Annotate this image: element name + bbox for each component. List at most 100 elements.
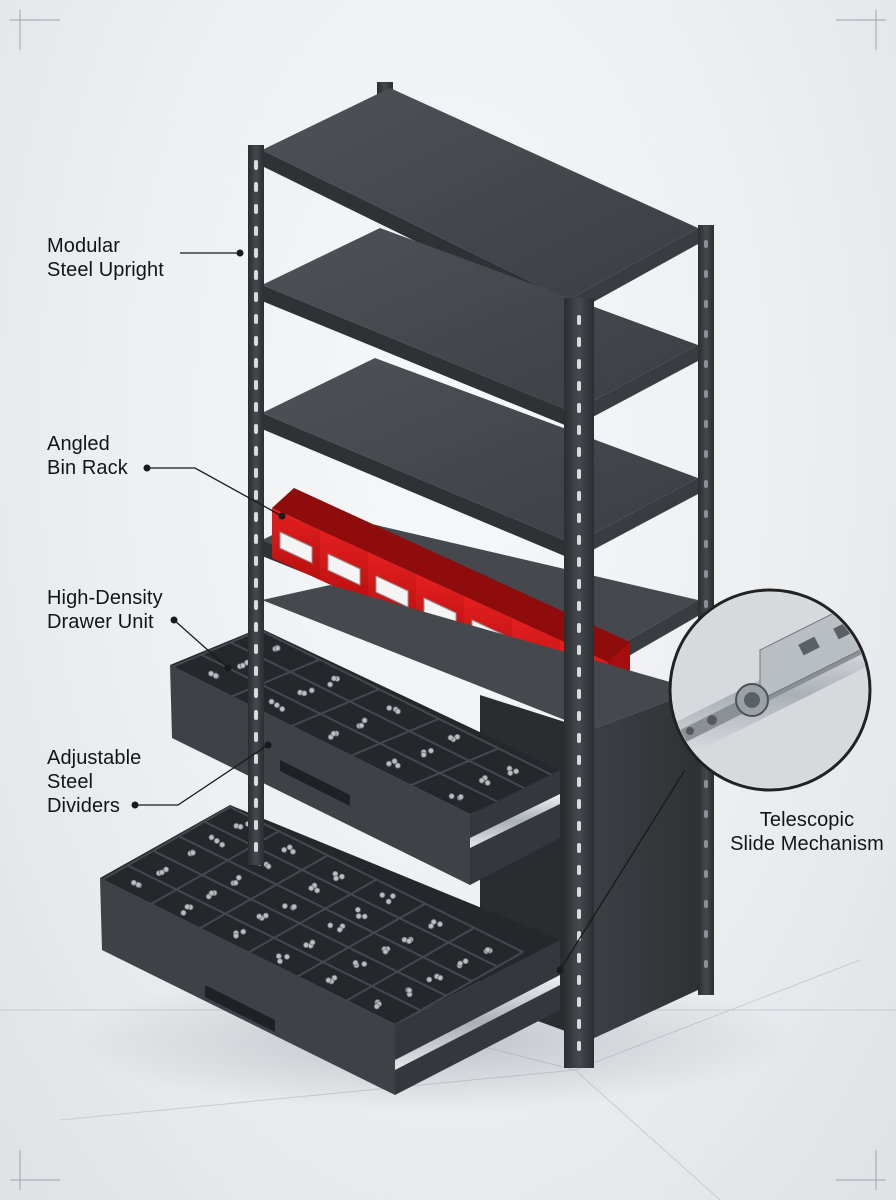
dot-modular-steel-upright [236, 249, 244, 257]
nut-icon [394, 708, 401, 715]
lower-drawer-handle [205, 985, 275, 1032]
nut-icon [361, 717, 368, 724]
nut-icon [235, 874, 242, 881]
dot-angled-bin-rack [143, 464, 151, 472]
nut-icon [308, 687, 315, 694]
nut-icon [213, 837, 220, 844]
nut-icon [276, 958, 283, 965]
nut-icon [237, 823, 244, 830]
nut-icon [484, 946, 491, 953]
nut-icon [291, 903, 298, 910]
nut-icon [391, 758, 398, 765]
leader-lines [135, 252, 686, 971]
nut-icon [406, 938, 413, 945]
callout-high-density-drawer-unit: High-Density Drawer Unit [47, 587, 163, 633]
nut-icon [180, 909, 187, 916]
nut-icon [430, 918, 437, 925]
nut-icon [233, 932, 240, 939]
nut-icon [355, 913, 362, 920]
leader-adjustable-steel-dividers [135, 744, 269, 806]
nut-icon [184, 903, 191, 910]
nut-icon [447, 734, 454, 741]
upper-drawer-handle [280, 760, 350, 806]
nut-icon [279, 705, 286, 712]
nut-icon [352, 959, 359, 966]
dot-telescopic-slide-mechanism [556, 966, 564, 974]
nut-icon [256, 913, 263, 920]
lower-drawer-slide [395, 975, 560, 1070]
nut-icon [457, 793, 464, 800]
nut-icon [406, 987, 413, 994]
nut-icon [239, 662, 246, 669]
nut-icon [283, 953, 290, 960]
lower-drawer-dividers [101, 806, 524, 1026]
nut-icon [208, 890, 215, 897]
upper-drawer [170, 628, 560, 885]
corner-marks [10, 10, 886, 1190]
nut-icon [361, 960, 368, 967]
nut-icon [158, 869, 165, 876]
nut-icon [265, 863, 272, 870]
nut-icon [336, 926, 343, 933]
nut-icon [462, 958, 469, 965]
nut-icon [289, 848, 296, 855]
nut-icon [338, 873, 345, 880]
upper-drawer-slide [470, 794, 560, 848]
lower-drawer [100, 805, 560, 1095]
dot-adjustable-steel-dividers-target [264, 741, 272, 749]
nut-icon [484, 779, 491, 786]
nut-icon [240, 928, 247, 935]
callout-telescopic-slide-mechanism: Telescopic Slide Mechanism [730, 809, 884, 855]
upright-back-right [698, 225, 714, 995]
nut-icon [389, 893, 396, 900]
nut-icon [232, 879, 239, 886]
nut-icon [314, 887, 321, 894]
nut-icon [358, 722, 365, 729]
nut-icon [427, 747, 434, 754]
upright-front-right [564, 298, 594, 1068]
dot-high-density-drawer-unit [170, 616, 178, 624]
nut-icon [373, 1003, 380, 1010]
nut-icon [325, 977, 332, 984]
nut-icon [507, 770, 514, 777]
nut-icon [274, 645, 281, 652]
nut-icon [281, 846, 288, 853]
nut-icon [281, 903, 288, 910]
nut-icon [361, 913, 368, 920]
callout-adjustable-steel-dividers: Adjustable Steel Dividers [47, 747, 142, 817]
nut-icon [286, 844, 293, 851]
nut-icon [354, 906, 361, 913]
nut-icon [420, 751, 427, 758]
nut-icon [327, 922, 334, 929]
leader-angled-bin-rack [147, 467, 281, 516]
nut-icon [386, 704, 393, 711]
bin-label-card [327, 553, 361, 586]
nut-icon [457, 960, 464, 967]
leader-dots [131, 249, 564, 974]
dot-angled-bin-rack-target [278, 512, 286, 520]
nut-icon [330, 730, 337, 737]
nut-icon [385, 898, 392, 905]
nut-icon [513, 768, 520, 775]
leader-telescopic-slide-mechanism [559, 769, 686, 971]
bin-label-card [375, 575, 409, 608]
nut-icon [189, 849, 196, 856]
nut-icon [308, 885, 315, 892]
nut-icon [394, 762, 401, 769]
nut-icon [273, 702, 280, 709]
callout-angled-bin-rack: Angled Bin Rack [47, 433, 128, 479]
nut-icon [436, 921, 443, 928]
dot-adjustable-steel-dividers [131, 801, 139, 809]
nut-icon [333, 875, 340, 882]
nut-icon [208, 834, 215, 841]
nut-icon [262, 912, 269, 919]
nut-icon [330, 675, 337, 682]
nut-icon [382, 948, 389, 955]
nut-icon [275, 953, 282, 960]
nut-icon [163, 866, 170, 873]
nut-icon [478, 777, 485, 784]
nut-icon [327, 681, 334, 688]
nut-icon [268, 698, 275, 705]
nut-icon [379, 892, 386, 899]
